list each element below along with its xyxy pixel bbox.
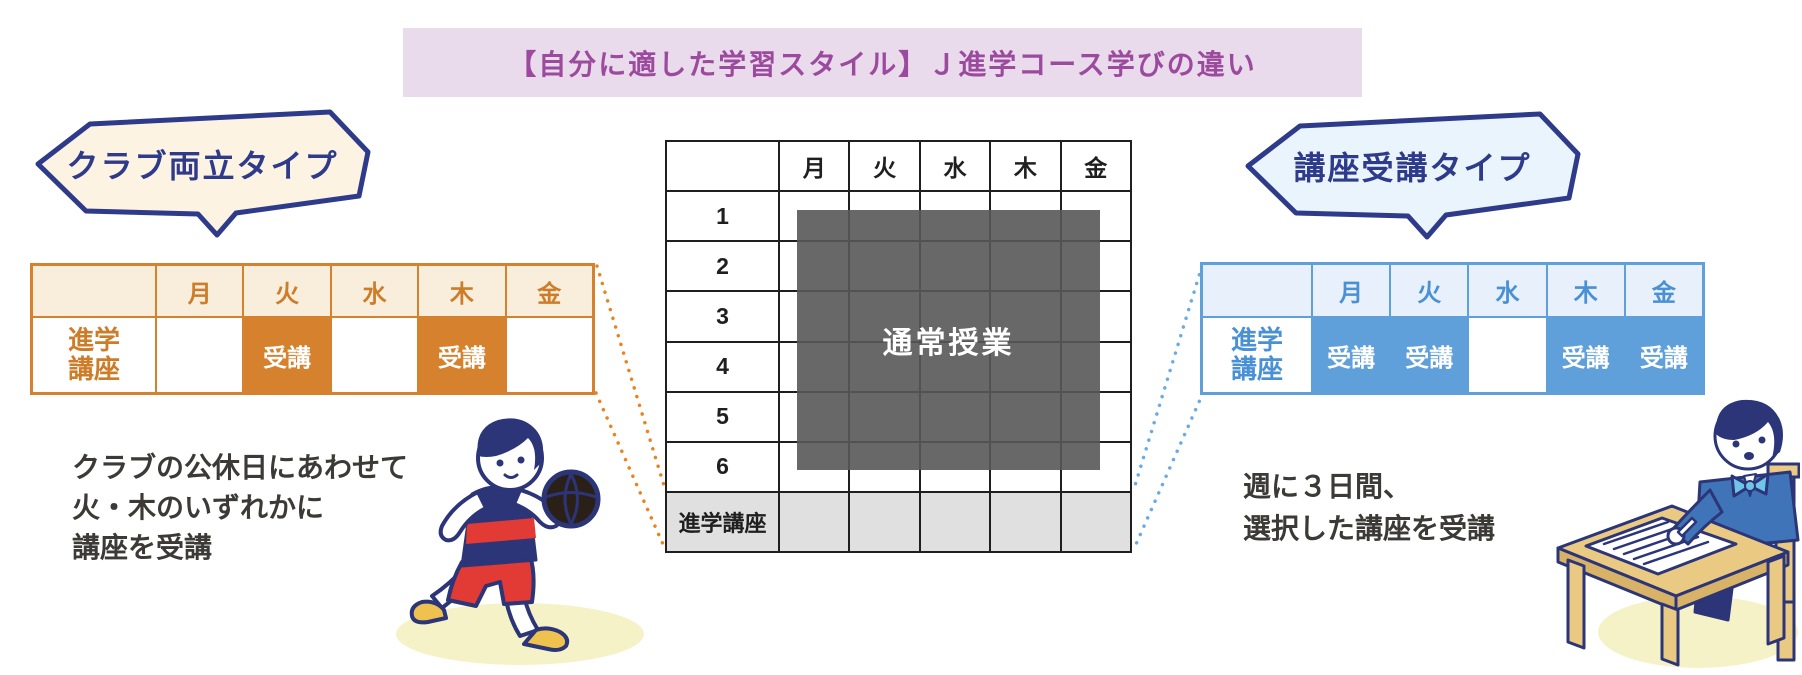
desk-leg (1660, 602, 1680, 667)
club-type-bubble: クラブ両立タイプ (30, 106, 375, 238)
row-label-line: 講座 (67, 354, 120, 384)
kouza-cell (1061, 493, 1130, 551)
pen-icon (1676, 516, 1698, 538)
day-header-cell: 水 (1469, 265, 1546, 316)
normal-classes-label: 通常授業 (882, 327, 1015, 360)
day-header-cell: 火 (244, 266, 330, 316)
day-header-cell: 月 (780, 142, 849, 190)
day-header-cell: 水 (331, 266, 418, 316)
table-corner-cell (667, 142, 778, 190)
day-header-cell: 水 (920, 142, 990, 190)
day-header-cell: 木 (1547, 265, 1624, 316)
description-line: 選択した講座を受講 (1243, 513, 1496, 544)
club-type-description: クラブの公休日にあわせて 火・木のいずれかに 講座を受講 (72, 448, 408, 568)
schedule-cell: 受講 (1547, 318, 1624, 392)
period-label-cell: 5 (667, 392, 778, 441)
period-label-cell: 3 (667, 292, 778, 341)
blue-dotted-line-bottom (1131, 391, 1205, 553)
day-header-cell: 金 (506, 266, 592, 316)
schedule-cell (1469, 318, 1546, 392)
description-line: 火・木のいずれかに (72, 492, 325, 523)
description-line: 講座を受講 (72, 532, 213, 563)
schedule-cell: 受講 (1625, 318, 1702, 392)
day-header-cell: 火 (1391, 265, 1468, 316)
schedule-cell: 受講 (1313, 318, 1390, 392)
course-type-description: 週に３日間、 選択した講座を受講 (1243, 466, 1495, 550)
table-corner-cell (33, 266, 155, 316)
schedule-cell (157, 318, 243, 392)
day-header-cell: 月 (1313, 265, 1390, 316)
weekly-timetable: 月 火 水 木 金 1 2 3 4 5 6 (665, 140, 1132, 553)
day-header-cell: 木 (991, 142, 1060, 190)
schedule-cell: 受講 (244, 318, 330, 392)
shoe (522, 626, 570, 652)
blue-dotted-line-top (1131, 264, 1204, 494)
page-title: 【自分に適した学習スタイル】Ｊ進学コース学びの違い (508, 48, 1257, 80)
basketball-icon (541, 469, 601, 529)
course-type-schedule-table: 月 火 水 木 金 進学 講座 受講 受講 受講 受講 (1200, 262, 1705, 395)
schedule-cell: 受講 (419, 318, 505, 392)
speech-bubble-shape (35, 109, 371, 238)
day-header-cell: 木 (419, 266, 505, 316)
period-label-cell: 6 (667, 442, 778, 491)
period-label-cell: 4 (667, 342, 778, 391)
row-label-cell: 進学 講座 (1203, 318, 1311, 392)
club-type-label: クラブ両立タイプ (66, 148, 339, 184)
day-header-cell: 金 (1061, 142, 1130, 190)
speech-bubble-shape (1245, 111, 1581, 240)
period-label-cell: 2 (667, 242, 778, 291)
day-header-cell: 金 (1625, 265, 1702, 316)
row-label-line: 進学 (67, 324, 120, 355)
desk-leg (1766, 554, 1786, 646)
course-type-label: 講座受講タイプ (1293, 150, 1532, 186)
description-line: 週に３日間、 (1243, 471, 1412, 502)
hair (1715, 399, 1783, 458)
description-line: クラブの公休日にあわせて (72, 452, 409, 483)
period-label-cell: 1 (667, 192, 778, 241)
ground-shadow (1598, 596, 1798, 668)
kouza-cell (991, 493, 1060, 551)
shingaku-kouza-row-label: 進学講座 (667, 493, 778, 551)
schedule-cell (506, 318, 592, 392)
normal-classes-overlay: 通常授業 (797, 210, 1100, 470)
desk-leg (1566, 558, 1586, 650)
bow-tie (1730, 474, 1752, 498)
shoe (409, 599, 448, 625)
schedule-cell (331, 318, 418, 392)
title-banner: 【自分に適した学習スタイル】Ｊ進学コース学びの違い (403, 28, 1362, 97)
course-type-bubble: 講座受講タイプ (1240, 108, 1585, 240)
shorts (446, 554, 536, 608)
club-type-schedule-table: 月 火 水 木 金 進学 講座 受講 受講 (30, 263, 595, 395)
kouza-cell (780, 493, 849, 551)
student-at-desk-illustration (1556, 399, 1800, 668)
basketball-player-illustration (396, 418, 644, 665)
hair (477, 418, 544, 470)
row-label-cell: 進学 講座 (33, 318, 155, 392)
day-header-cell: 月 (157, 266, 243, 316)
kouza-cell (850, 493, 919, 551)
table-corner-cell (1203, 265, 1311, 316)
schedule-cell: 受講 (1391, 318, 1468, 392)
row-label-line: 進学 (1230, 324, 1283, 355)
kouza-cell (920, 493, 990, 551)
day-header-cell: 火 (850, 142, 919, 190)
row-label-line: 講座 (1230, 354, 1283, 384)
